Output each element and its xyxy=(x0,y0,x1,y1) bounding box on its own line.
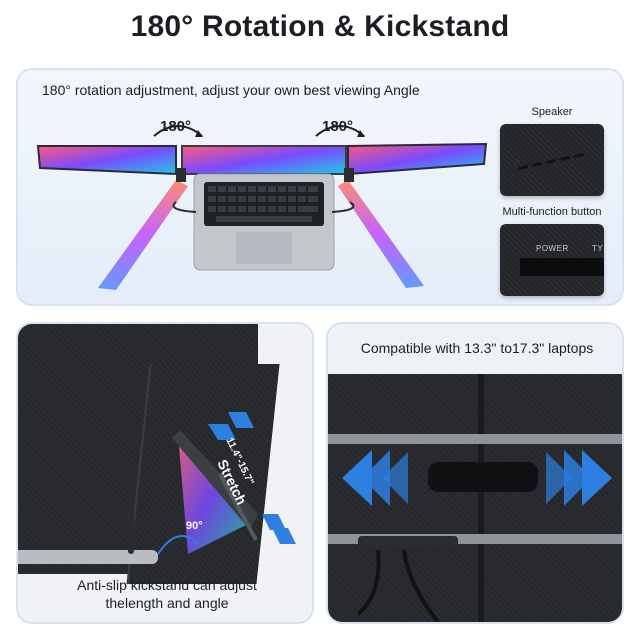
kickstand-caption-line1: Anti-slip kickstand can adjust xyxy=(77,577,257,593)
rotation-panel: 180° rotation adjustment, adjust your ow… xyxy=(16,68,624,306)
power-text: POWER xyxy=(536,244,569,253)
rail-bottom xyxy=(328,534,622,544)
laptop-base xyxy=(18,550,158,564)
speaker-detail-image xyxy=(500,124,604,196)
rotation-left-label: 180° xyxy=(160,118,192,135)
kickstand-illustration xyxy=(157,412,296,555)
rotation-caption: 180° rotation adjustment, adjust your ow… xyxy=(42,82,420,98)
ports xyxy=(358,536,458,548)
multifunction-detail-image: POWER TY xyxy=(500,224,604,296)
cable xyxy=(128,484,134,554)
cables-illustration xyxy=(358,549,440,622)
compatibility-panel: Compatible with 13.3" to17.3" laptops xyxy=(326,322,624,624)
center-seam xyxy=(478,374,484,622)
button-slot xyxy=(520,258,604,276)
rotation-right-indicator xyxy=(310,114,370,142)
laptop-rotation-illustration xyxy=(36,142,488,290)
compatibility-caption: Compatible with 13.3" to17.3" laptops xyxy=(360,340,594,356)
rotation-right-label: 180° xyxy=(322,118,354,135)
rotation-left-indicator xyxy=(148,114,208,142)
kickstand-panel: Stretch 11.4"-15.7" 90° Anti-slip kickst… xyxy=(16,322,314,624)
expand-arrows-icon xyxy=(342,450,612,506)
rotate-arrow-icon xyxy=(315,125,365,137)
speaker-label: Speaker xyxy=(531,106,573,118)
kickstand-caption-line2: thelength and angle xyxy=(105,595,229,611)
typec-text: TY xyxy=(592,244,604,253)
page-title: 180° Rotation & Kickstand xyxy=(130,10,510,43)
angle-label: 90° xyxy=(186,520,203,532)
rotate-arrow-icon xyxy=(153,125,203,137)
slider-mechanism xyxy=(428,462,538,492)
speaker-grille-icon xyxy=(518,153,585,170)
rail-top xyxy=(328,434,622,444)
multifunction-label: Multi-function button xyxy=(502,206,602,218)
kickstand-caption: Anti-slip kickstand can adjust thelength… xyxy=(18,576,312,612)
